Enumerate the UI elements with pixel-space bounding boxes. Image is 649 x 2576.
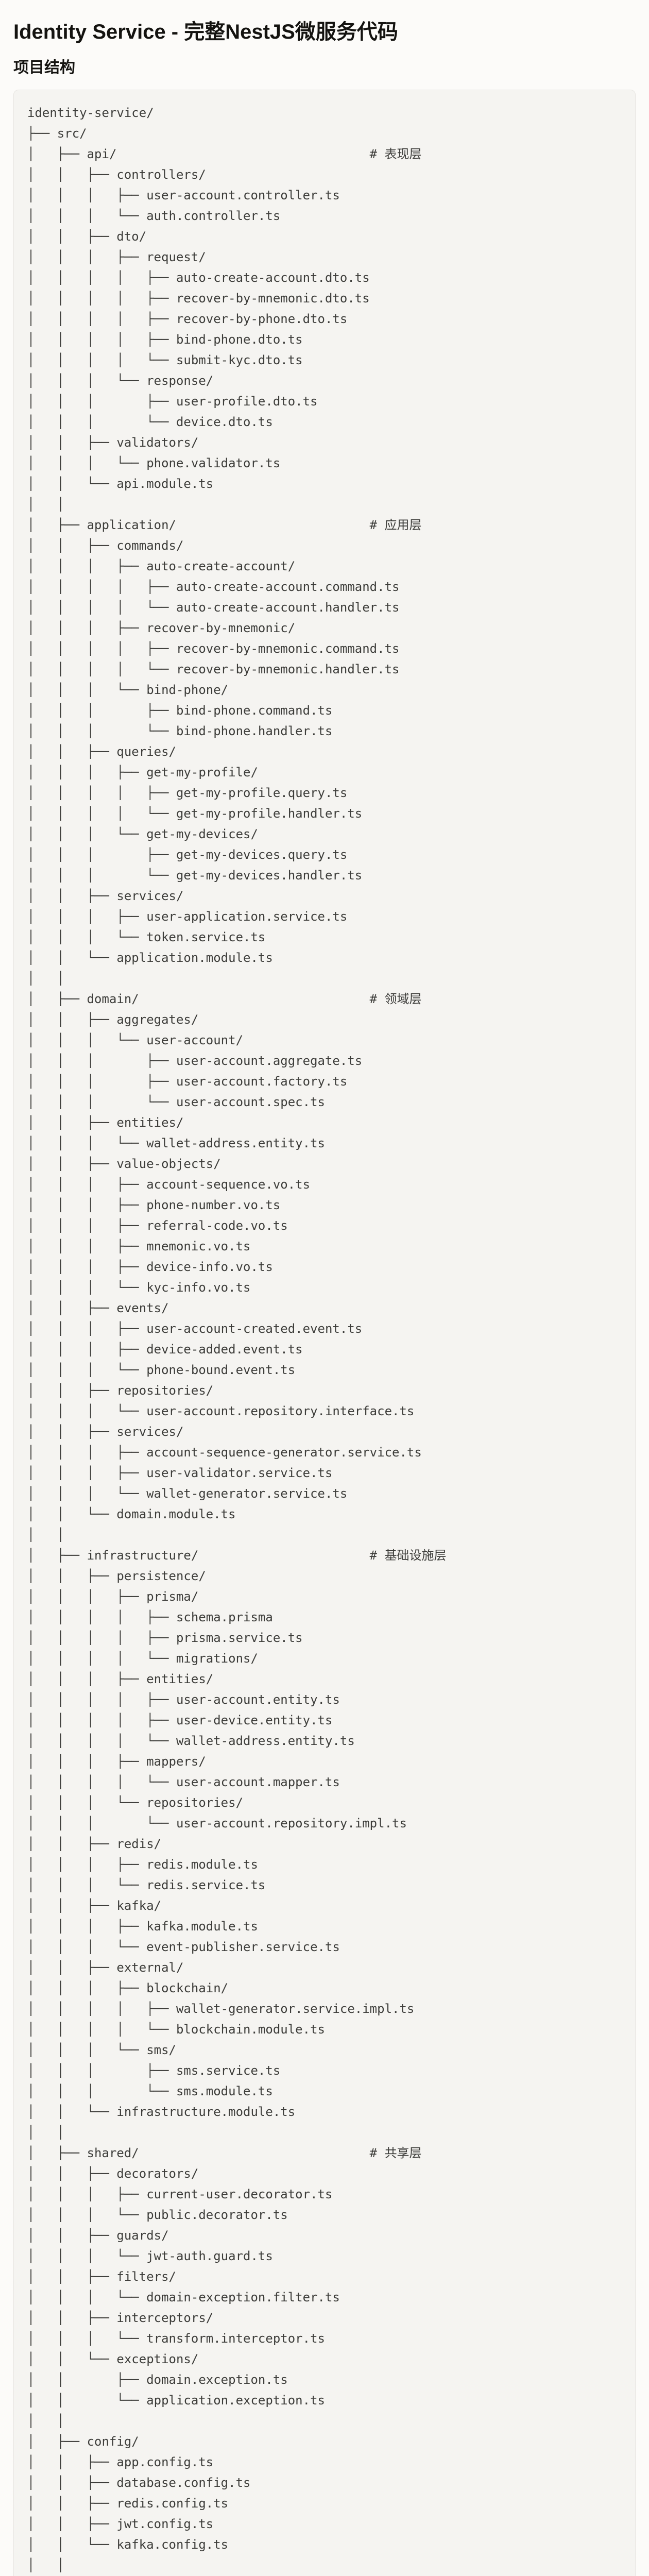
code-block-project-tree: identity-service/ ├── src/ │ ├── api/ # … — [13, 90, 636, 2576]
section-heading-project-structure: 项目结构 — [13, 59, 75, 76]
page-title: Identity Service - 完整NestJS微服务代码 — [13, 21, 398, 43]
project-file-tree: identity-service/ ├── src/ │ ├── api/ # … — [27, 106, 447, 2572]
